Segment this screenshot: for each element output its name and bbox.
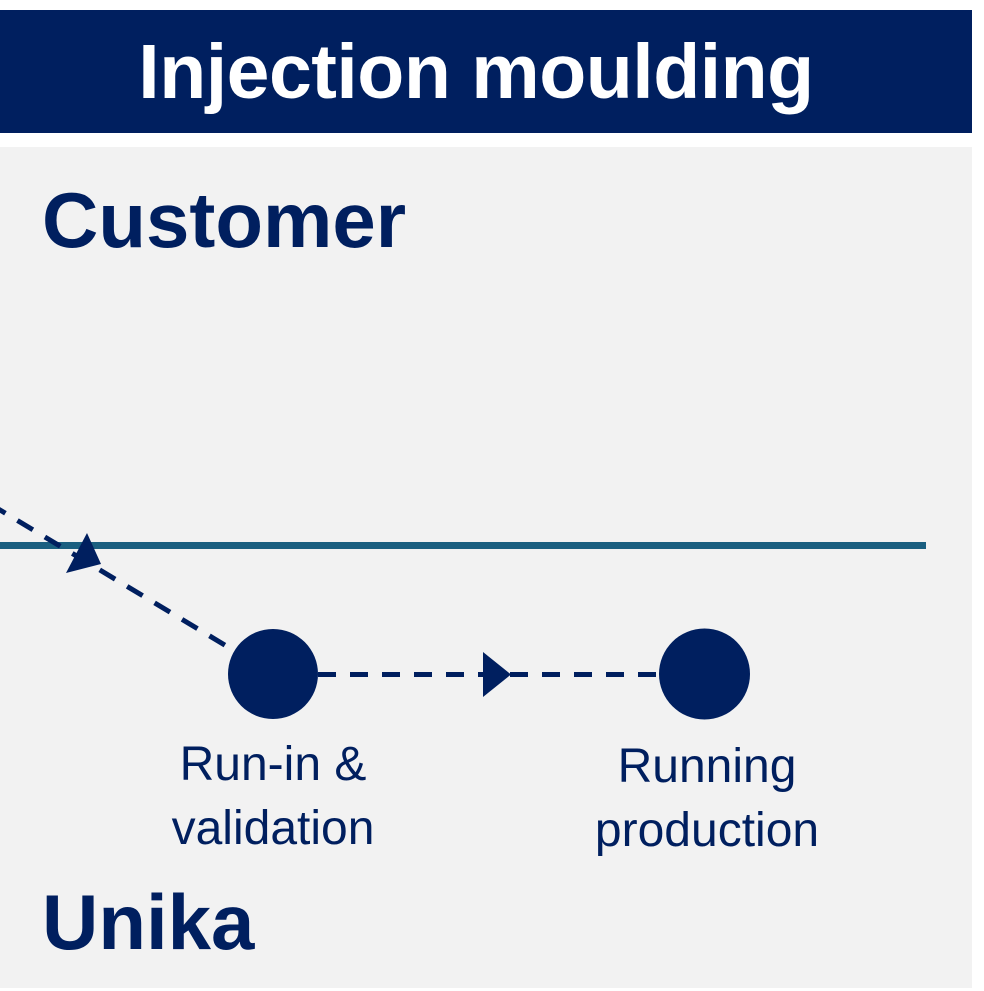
- step-label-running-production: Running production: [527, 735, 887, 863]
- step-label-line: Running: [617, 740, 797, 793]
- incoming-dashed-connector: [0, 507, 275, 677]
- page-title: Injection moulding: [138, 29, 814, 115]
- step-node-run-in: [228, 629, 318, 719]
- lane-label-customer: Customer: [42, 176, 407, 264]
- triangle-arrow-icon: [483, 652, 511, 697]
- step-label-run-in: Run-in & validation: [93, 733, 453, 861]
- step-node-running-production: [659, 628, 750, 720]
- triangle-arrow-icon: [66, 533, 101, 573]
- lane-label-unika: Unika: [42, 878, 255, 966]
- step-label-line: validation: [171, 802, 375, 855]
- title-banner: Injection moulding: [0, 10, 972, 133]
- swimlane-panel: [0, 147, 972, 988]
- step-label-line: Run-in &: [179, 738, 367, 791]
- step-label-line: production: [594, 804, 820, 857]
